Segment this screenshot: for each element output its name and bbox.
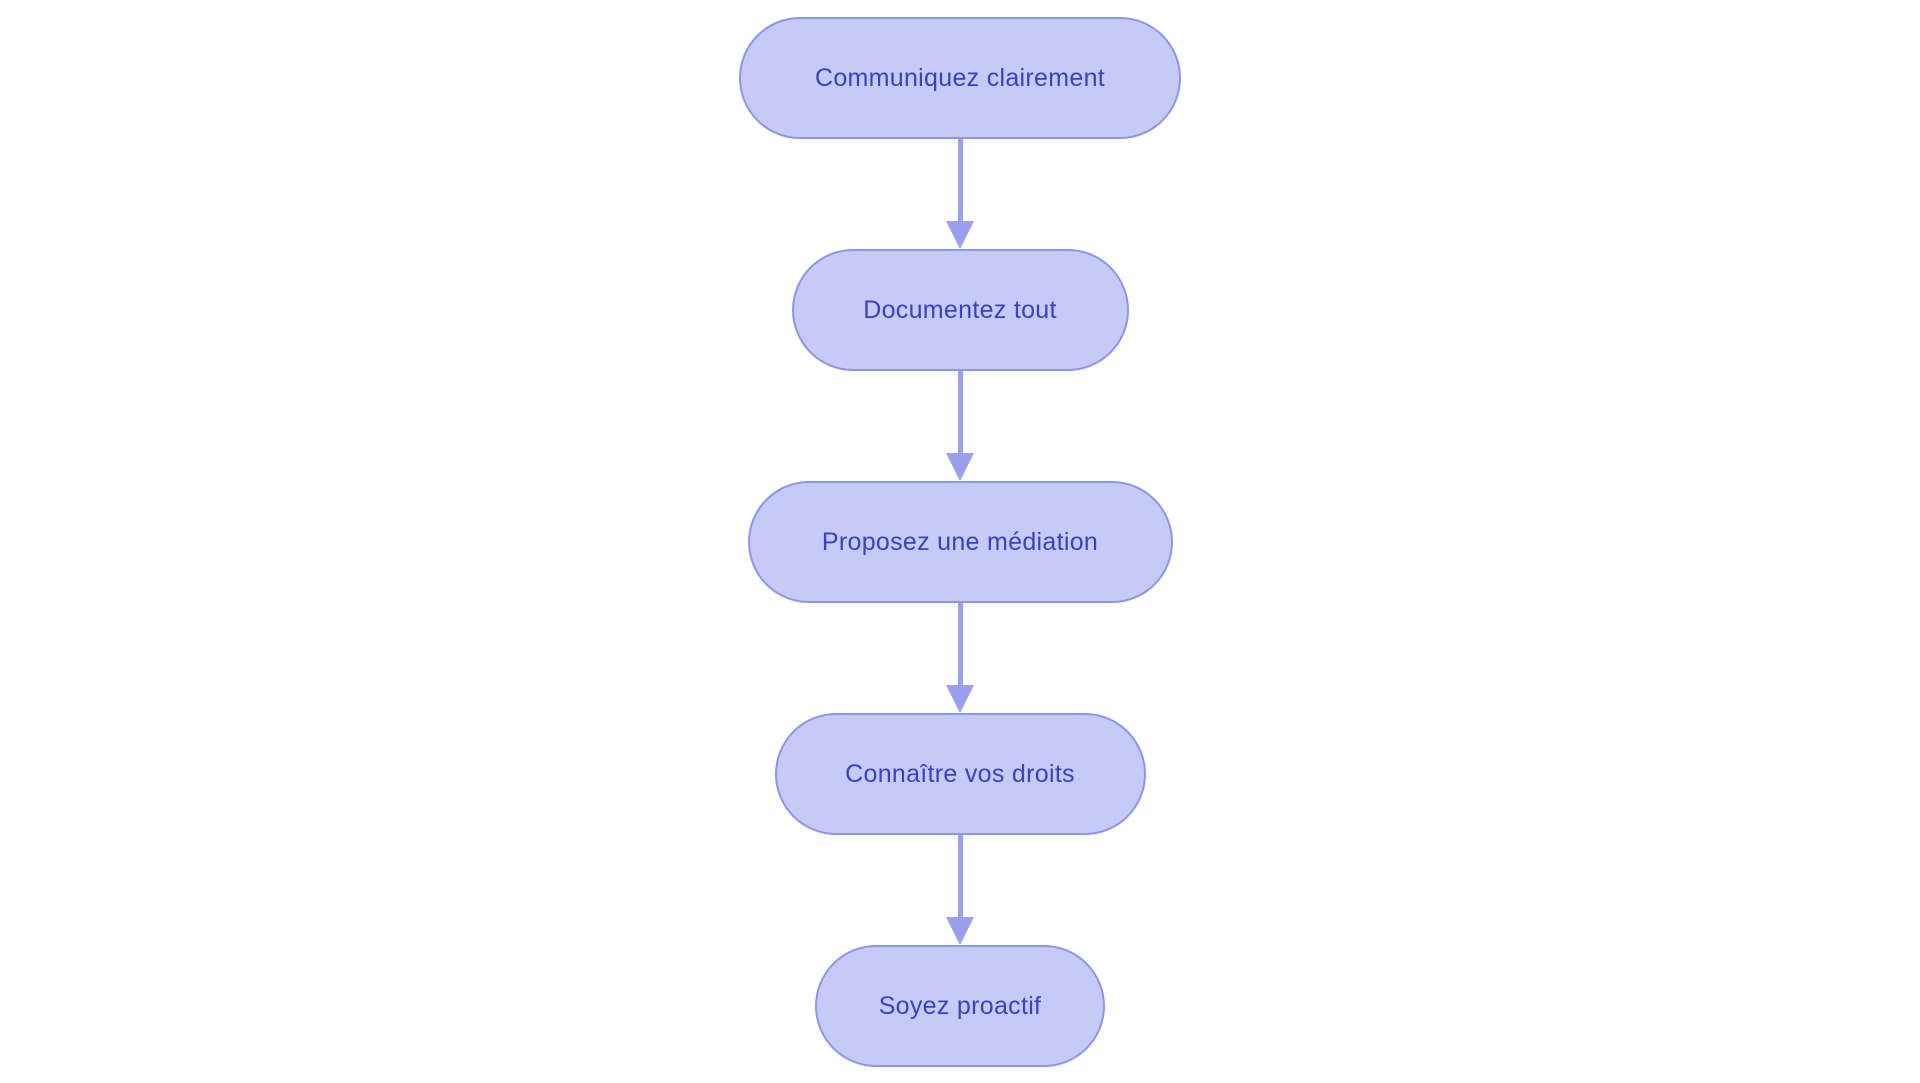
flow-node-label: Proposez une médiation	[821, 527, 1099, 556]
flow-node-label: Communiquez clairement	[814, 63, 1106, 92]
flow-arrow-3	[946, 603, 974, 713]
arrow-head-down-icon	[946, 453, 974, 481]
flow-node-communiquez-clairement: Communiquez clairement	[739, 17, 1181, 139]
arrow-head-down-icon	[946, 917, 974, 945]
flow-node-documentez-tout: Documentez tout	[791, 249, 1129, 371]
flow-node-label: Soyez proactif	[878, 991, 1042, 1020]
flow-node-connaitre-vos-droits: Connaître vos droits	[774, 713, 1146, 835]
arrow-line	[957, 603, 963, 685]
flow-node-soyez-proactif: Soyez proactif	[815, 945, 1105, 1067]
flow-node-label: Documentez tout	[863, 295, 1057, 324]
flow-arrow-1	[946, 139, 974, 249]
flow-node-label: Connaître vos droits	[845, 759, 1075, 788]
arrow-line	[957, 139, 963, 221]
arrow-head-down-icon	[946, 221, 974, 249]
arrow-line	[957, 835, 963, 917]
flow-node-proposez-une-mediation: Proposez une médiation	[747, 481, 1173, 603]
arrow-head-down-icon	[946, 685, 974, 713]
arrow-line	[957, 371, 963, 453]
flow-arrow-2	[946, 371, 974, 481]
flow-arrow-4	[946, 835, 974, 945]
